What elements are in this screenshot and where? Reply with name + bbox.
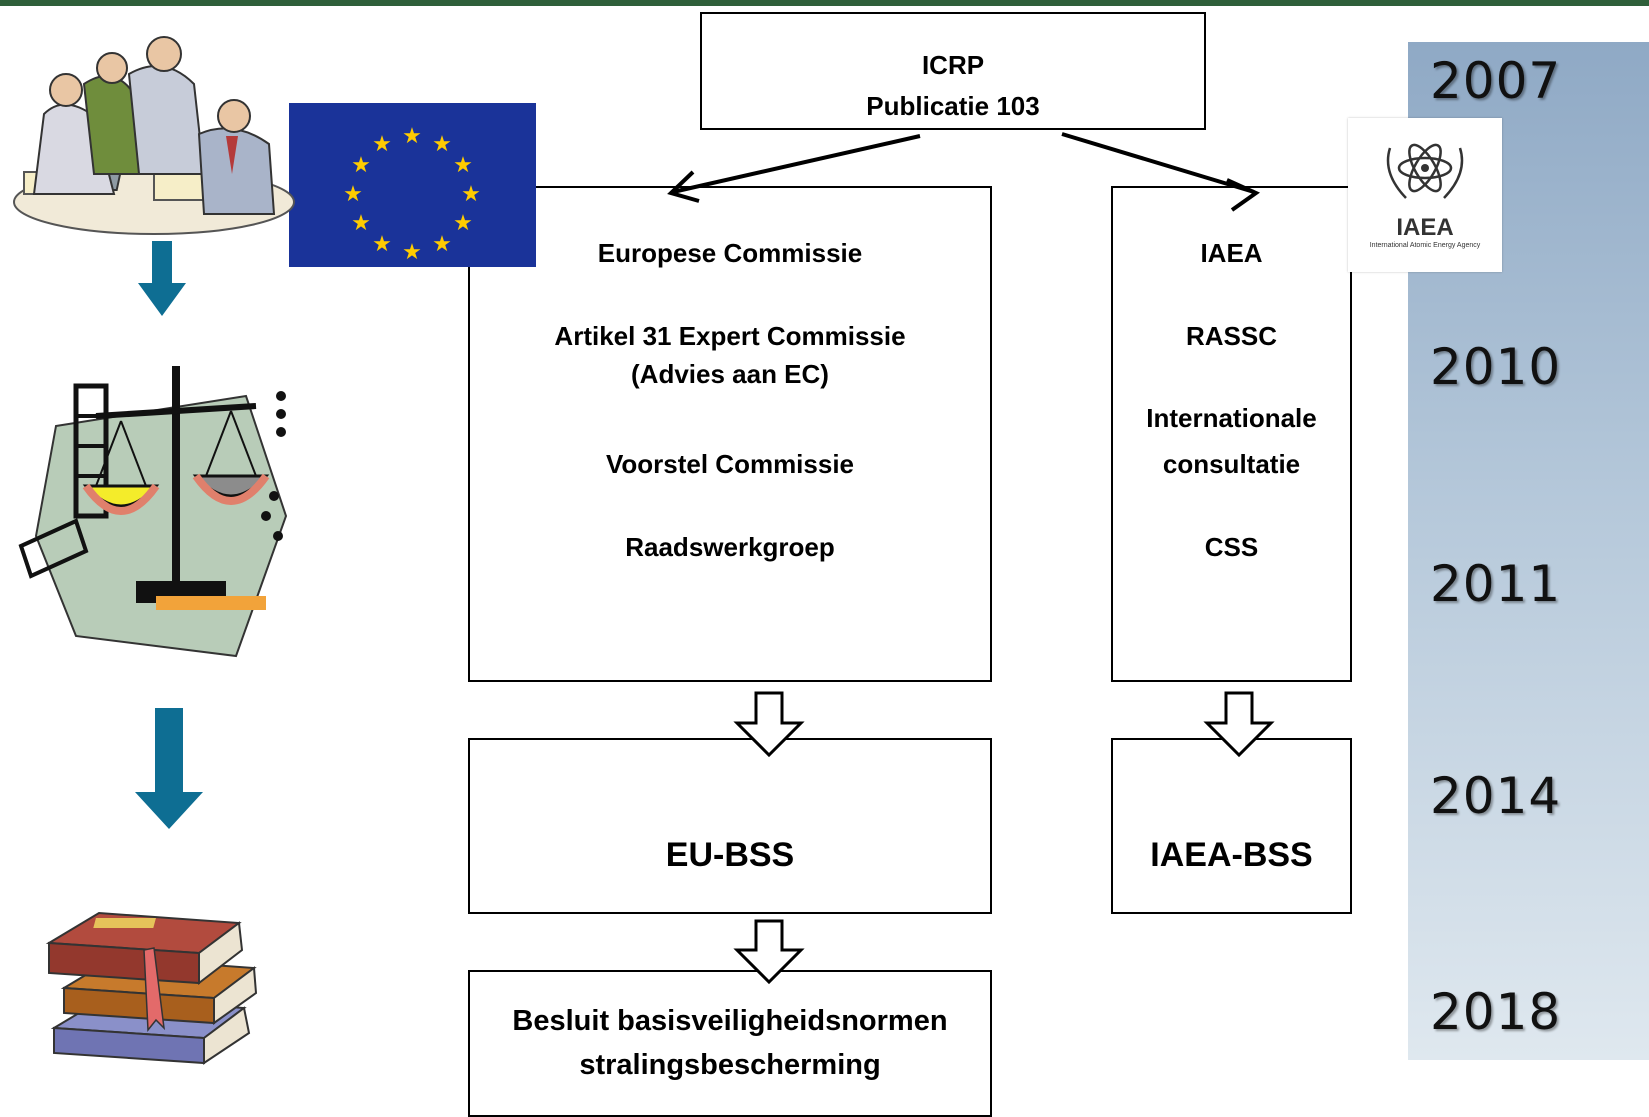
hollow-arrow-eu-to-bss	[733, 691, 805, 758]
star-icon: ★	[351, 211, 371, 236]
star-icon: ★	[372, 232, 392, 257]
star-icon: ★	[351, 153, 371, 178]
star-icon: ★	[402, 240, 422, 265]
eu-item-voorstel: Voorstel Commissie	[605, 449, 855, 479]
icrp-publication: Publicatie 103	[866, 91, 1040, 121]
eu-bss-box: EU-BSS	[468, 738, 992, 914]
besluit-box: Besluit basisveiligheidsnormen stralings…	[468, 970, 992, 1117]
star-icon: ★	[343, 182, 363, 207]
star-icon: ★	[432, 232, 452, 257]
year-2011: 2011	[1430, 555, 1562, 613]
year-2010: 2010	[1430, 338, 1562, 396]
iaea-item-rassc: RASSC	[1185, 321, 1277, 351]
iaea-item-css: CSS	[1204, 532, 1259, 562]
star-icon: ★	[432, 132, 452, 157]
iaea-item-consultatie: consultatie	[1162, 449, 1301, 479]
icrp-box: ICRP Publicatie 103	[700, 12, 1206, 130]
star-icon: ★	[372, 132, 392, 157]
blue-arrow-down-1	[138, 241, 186, 316]
eu-stars: ★ ★ ★ ★ ★ ★ ★ ★ ★ ★ ★ ★	[343, 124, 481, 265]
meeting-people-clipart	[13, 36, 295, 235]
iaea-item-internationale: Internationale	[1146, 403, 1317, 433]
icrp-title: ICRP	[921, 50, 985, 80]
eu-flag: ★ ★ ★ ★ ★ ★ ★ ★ ★ ★ ★ ★	[289, 103, 536, 267]
hollow-arrow-iaea-to-bss	[1203, 691, 1275, 758]
eu-bss-label: EU-BSS	[665, 836, 795, 874]
iaea-bss-label: IAEA-BSS	[1150, 836, 1313, 874]
arrowhead-eu	[667, 170, 700, 203]
books-stack-clipart	[45, 911, 258, 1065]
top-bar	[0, 0, 1649, 6]
besluit-line-1: Besluit basisveiligheidsnormen	[512, 1005, 948, 1037]
eu-process-box: Europese Commissie Artikel 31 Expert Com…	[468, 186, 992, 682]
arrow-icrp-to-iaea	[1061, 132, 1255, 194]
hollow-arrow-bss-to-besluit	[733, 919, 805, 985]
star-icon: ★	[453, 211, 473, 236]
eu-item-europese-commissie: Europese Commissie	[597, 238, 863, 268]
iaea-item-iaea: IAEA	[1200, 238, 1263, 268]
iaea-logo-subtitle: International Atomic Energy Agency	[1369, 242, 1481, 249]
eu-item-artikel-31: Artikel 31 Expert Commissie	[554, 321, 906, 351]
star-icon: ★	[461, 182, 481, 207]
iaea-bss-box: IAEA-BSS	[1111, 738, 1352, 914]
star-icon: ★	[402, 124, 422, 149]
besluit-line-2: stralingsbescherming	[579, 1049, 881, 1081]
eu-item-advies: (Advies aan EC)	[631, 359, 829, 389]
blue-arrow-down-2	[135, 708, 203, 829]
iaea-logo-name: IAEA	[1396, 214, 1454, 241]
arrow-icrp-to-eu	[672, 134, 921, 194]
arrowhead-iaea	[1226, 178, 1261, 212]
year-2014: 2014	[1430, 767, 1562, 825]
scales-of-justice-clipart	[18, 366, 288, 658]
year-2007: 2007	[1430, 52, 1562, 110]
star-icon: ★	[453, 153, 473, 178]
year-2018: 2018	[1430, 983, 1562, 1041]
iaea-logo: IAEA International Atomic Energy Agency	[1348, 118, 1502, 272]
iaea-process-box: IAEA RASSC Internationale consultatie CS…	[1111, 186, 1352, 682]
atom-icon	[1386, 143, 1464, 199]
eu-item-raadswerkgroep: Raadswerkgroep	[625, 532, 835, 562]
